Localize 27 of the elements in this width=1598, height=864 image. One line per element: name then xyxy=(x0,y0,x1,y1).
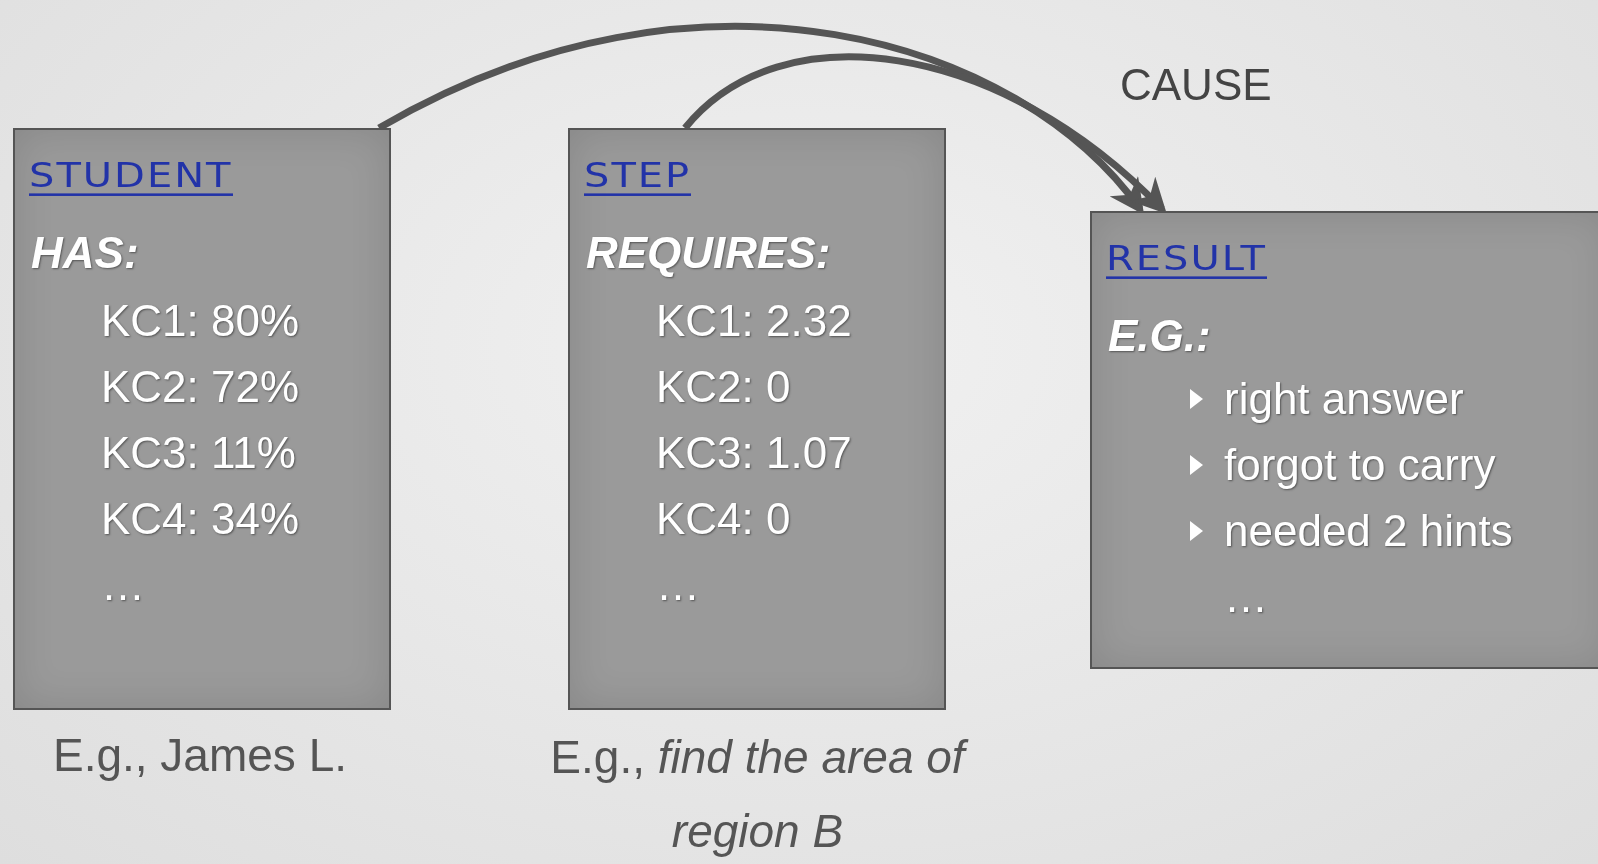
card xyxy=(1090,211,1598,669)
list-item: KC2: 0 xyxy=(656,361,791,413)
card xyxy=(568,128,946,710)
card-heading: STEP xyxy=(584,156,692,196)
list-item: KC2: 72% xyxy=(101,361,300,413)
list-item: KC4: 0 xyxy=(656,493,791,545)
card-heading: STUDENT xyxy=(29,156,233,196)
card-subheading: E.G.: xyxy=(1108,311,1211,361)
list-item: right answer xyxy=(1224,373,1464,425)
arrow xyxy=(682,53,1168,214)
list-item: … xyxy=(101,559,145,611)
list-item: KC3: 1.07 xyxy=(656,427,852,479)
label: CAUSE xyxy=(1120,60,1272,110)
card-subheading: REQUIRES: xyxy=(586,228,831,278)
node-label: E.g., find the area of region B xyxy=(535,720,980,864)
list-item: KC3: 11% xyxy=(101,427,296,479)
list-item: KC1: 2.32 xyxy=(656,295,852,347)
list-item: KC4: 34% xyxy=(101,493,300,545)
list-item: … xyxy=(656,559,700,611)
node-label: E.g., James L. xyxy=(52,728,348,783)
list-item: forgot to carry xyxy=(1224,439,1496,491)
card-heading: RESULT xyxy=(1106,239,1267,279)
list-item: needed 2 hints xyxy=(1224,505,1513,557)
list-item: KC1: 80% xyxy=(101,295,300,347)
card xyxy=(13,128,391,710)
card-subheading: HAS: xyxy=(31,228,139,278)
list-item: … xyxy=(1224,571,1268,623)
